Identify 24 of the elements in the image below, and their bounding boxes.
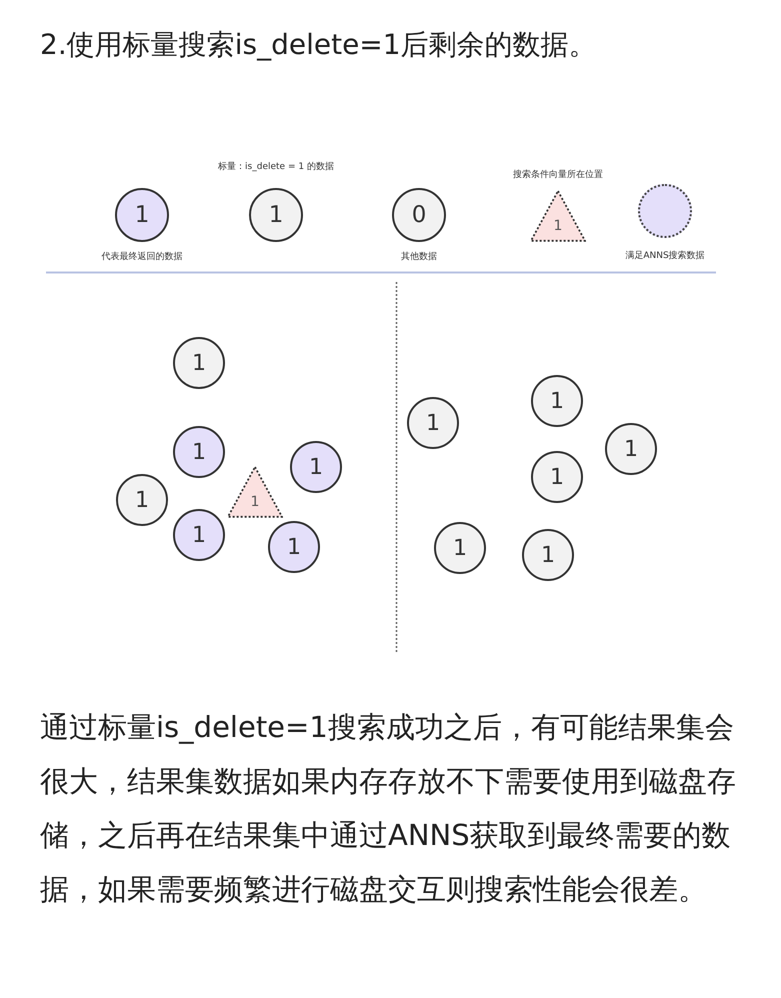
query-triangle: 1 (227, 466, 283, 518)
data-circle: 0 (392, 188, 446, 242)
data-circle: 1 (605, 423, 657, 475)
data-circle: 1 (434, 522, 486, 574)
data-circle: 1 (173, 426, 225, 478)
legend-caption: 其他数据 (401, 250, 437, 263)
legend-caption: 搜索条件向量所在位置 (513, 168, 603, 181)
data-circle: 1 (173, 337, 225, 389)
legend-caption: 满足ANNS搜索数据 (625, 250, 705, 262)
title: 2.使用标量搜索is_delete=1后剩余的数据。 (40, 27, 597, 63)
data-circle: 1 (531, 451, 583, 503)
data-circle: 1 (116, 474, 168, 526)
caption: 通过标量is_delete=1搜索成功之后，有可能结果集会很大，结果集数据如果内存存放不下需要使用到磁盘存储，之后再在结果集中通过ANNS获取到最终需要的数据，如果需要频繁进行磁盘交互则搜索性能会很差。 (40, 709, 737, 908)
data-circle: 1 (115, 188, 169, 242)
data-circle: 1 (173, 509, 225, 561)
data-circle: 1 (407, 397, 459, 449)
data-circle: 1 (268, 521, 320, 573)
data-circle: 1 (290, 441, 342, 493)
data-circle: 1 (531, 375, 583, 427)
query-triangle: 1 (530, 190, 586, 242)
legend-caption: 标量：is_delete = 1 的数据 (218, 160, 334, 173)
data-circle: 1 (249, 188, 303, 242)
legend-caption: 代表最终返回的数据 (102, 250, 182, 263)
data-circle: 1 (522, 529, 574, 581)
